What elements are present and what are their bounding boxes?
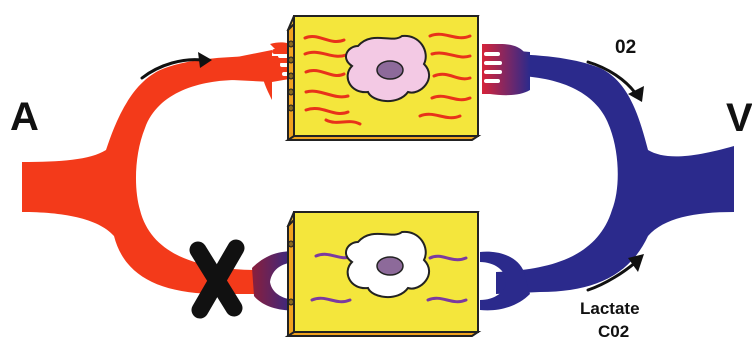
arterial-vessel — [22, 50, 280, 294]
oxygenated-cell — [346, 36, 429, 101]
oxygen-label: 02 — [615, 37, 636, 59]
venous-label: V — [726, 96, 752, 141]
arterial-label: A — [10, 95, 39, 140]
hypoxic-cell-nucleus — [377, 257, 403, 275]
top-venule-branches — [482, 44, 530, 95]
carbon-dioxide-label: C02 — [598, 322, 629, 342]
lactate-label: Lactate — [580, 299, 640, 319]
hypoxic-cell — [346, 232, 429, 297]
oxygenated-cell-nucleus — [377, 61, 403, 79]
